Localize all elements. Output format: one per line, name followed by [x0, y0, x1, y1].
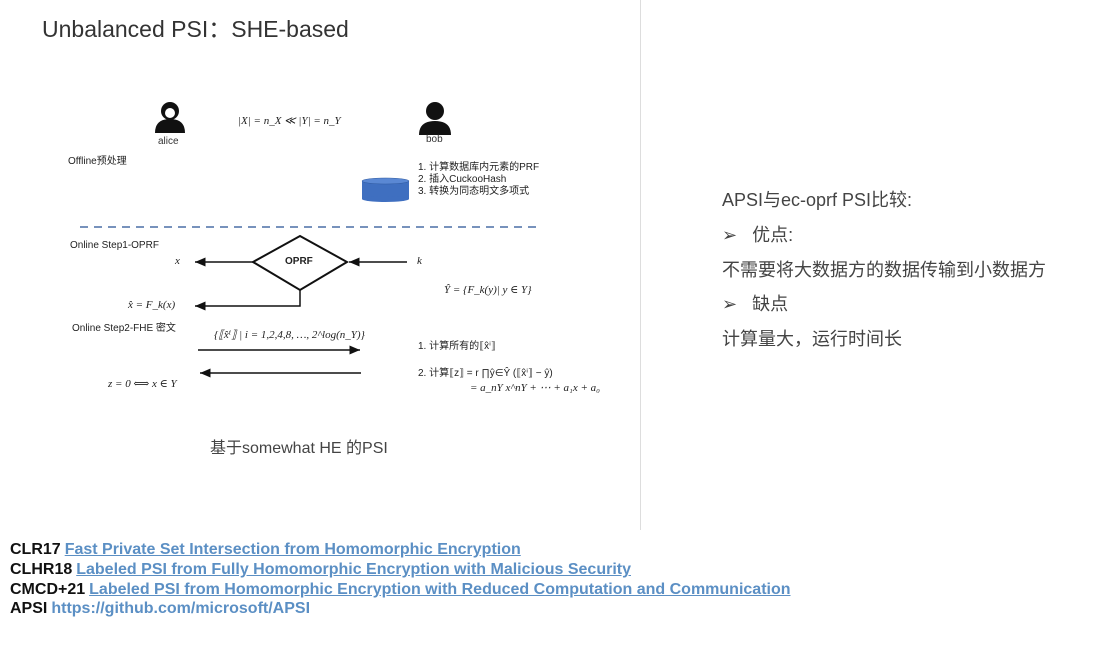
reference-link[interactable]: Labeled PSI from Fully Homomorphic Encry…	[76, 561, 631, 578]
pros-text: 不需要将大数据方的数据传输到小数据方	[722, 260, 1046, 280]
bob-step-3: 3. 转换为同态明文多项式	[418, 186, 530, 197]
cons-text: 计算量大，运行时间长	[722, 329, 902, 349]
result-formula: z = 0 ⟺ x ∈ Y	[108, 378, 177, 390]
oprf-label: OPRF	[285, 256, 313, 267]
online-step1-label: Online Step1-OPRF	[70, 240, 159, 251]
bob-step-1: 1. 计算数据库内元素的PRF	[418, 162, 540, 173]
reference-tag: CMCD+21	[10, 581, 86, 598]
xhat-formula: x̂ = F_k(x)	[128, 299, 176, 311]
reference-tag: APSI	[10, 600, 48, 617]
powers-formula: {⟦x̂ⁱ⟧ | i = 1,2,4,8, …, 2^log(n_Y)}	[214, 329, 365, 341]
pros-item: ➢ 优点:	[722, 221, 793, 247]
bob-step-2: 2. 插入CuckooHash	[418, 174, 507, 185]
alice-label: alice	[158, 136, 179, 147]
reference-link[interactable]: https://github.com/microsoft/APSI	[51, 600, 311, 617]
protocol-diagram	[80, 102, 540, 378]
arrow-to-xhat	[195, 290, 301, 311]
k-label: k	[417, 255, 422, 267]
pros-label: 优点:	[752, 225, 794, 245]
cons-label: 缺点	[752, 294, 789, 314]
compute-step-2: 2. 计算⟦z⟧ = r ∏ŷ∈Ŷ (⟦x̂ⁱ⟧ − ŷ)	[418, 368, 553, 379]
reference-link[interactable]: Fast Private Set Intersection from Homom…	[64, 541, 521, 558]
size-relation: |X| = n_X ≪ |Y| = n_Y	[238, 115, 341, 127]
cons-item: ➢ 缺点	[722, 290, 788, 316]
bullet-arrow-icon: ➢	[722, 225, 738, 245]
compute-step-1: 1. 计算所有的⟦x̂ⁱ⟧	[418, 341, 496, 352]
yhat-formula: Ŷ = {F_k(y)| y ∈ Y}	[444, 284, 532, 296]
diagram-caption: 基于somewhat HE 的PSI	[210, 440, 388, 457]
bob-label: bob	[426, 134, 443, 145]
reference-tag: CLR17	[10, 541, 61, 558]
reference-link[interactable]: Labeled PSI from Homomorphic Encryption …	[89, 581, 791, 598]
database-icon	[361, 177, 410, 202]
reference-tag: CLHR18	[10, 561, 73, 578]
alice-person-icon	[155, 102, 185, 133]
bullet-arrow-icon: ➢	[722, 294, 738, 314]
bob-person-icon	[419, 102, 451, 135]
vertical-divider	[640, 0, 641, 530]
online-step2-label: Online Step2-FHE 密文	[72, 323, 176, 334]
comparison-heading: APSI与ec-oprf PSI比较:	[722, 190, 913, 210]
slide-title: Unbalanced PSI：SHE-based	[42, 16, 349, 42]
x-label: x	[175, 255, 180, 267]
offline-label: Offline预处理	[68, 156, 127, 167]
compute-step-2-expansion: = a_nY x^nY + ⋯ + a₁x + a₀	[470, 382, 600, 394]
